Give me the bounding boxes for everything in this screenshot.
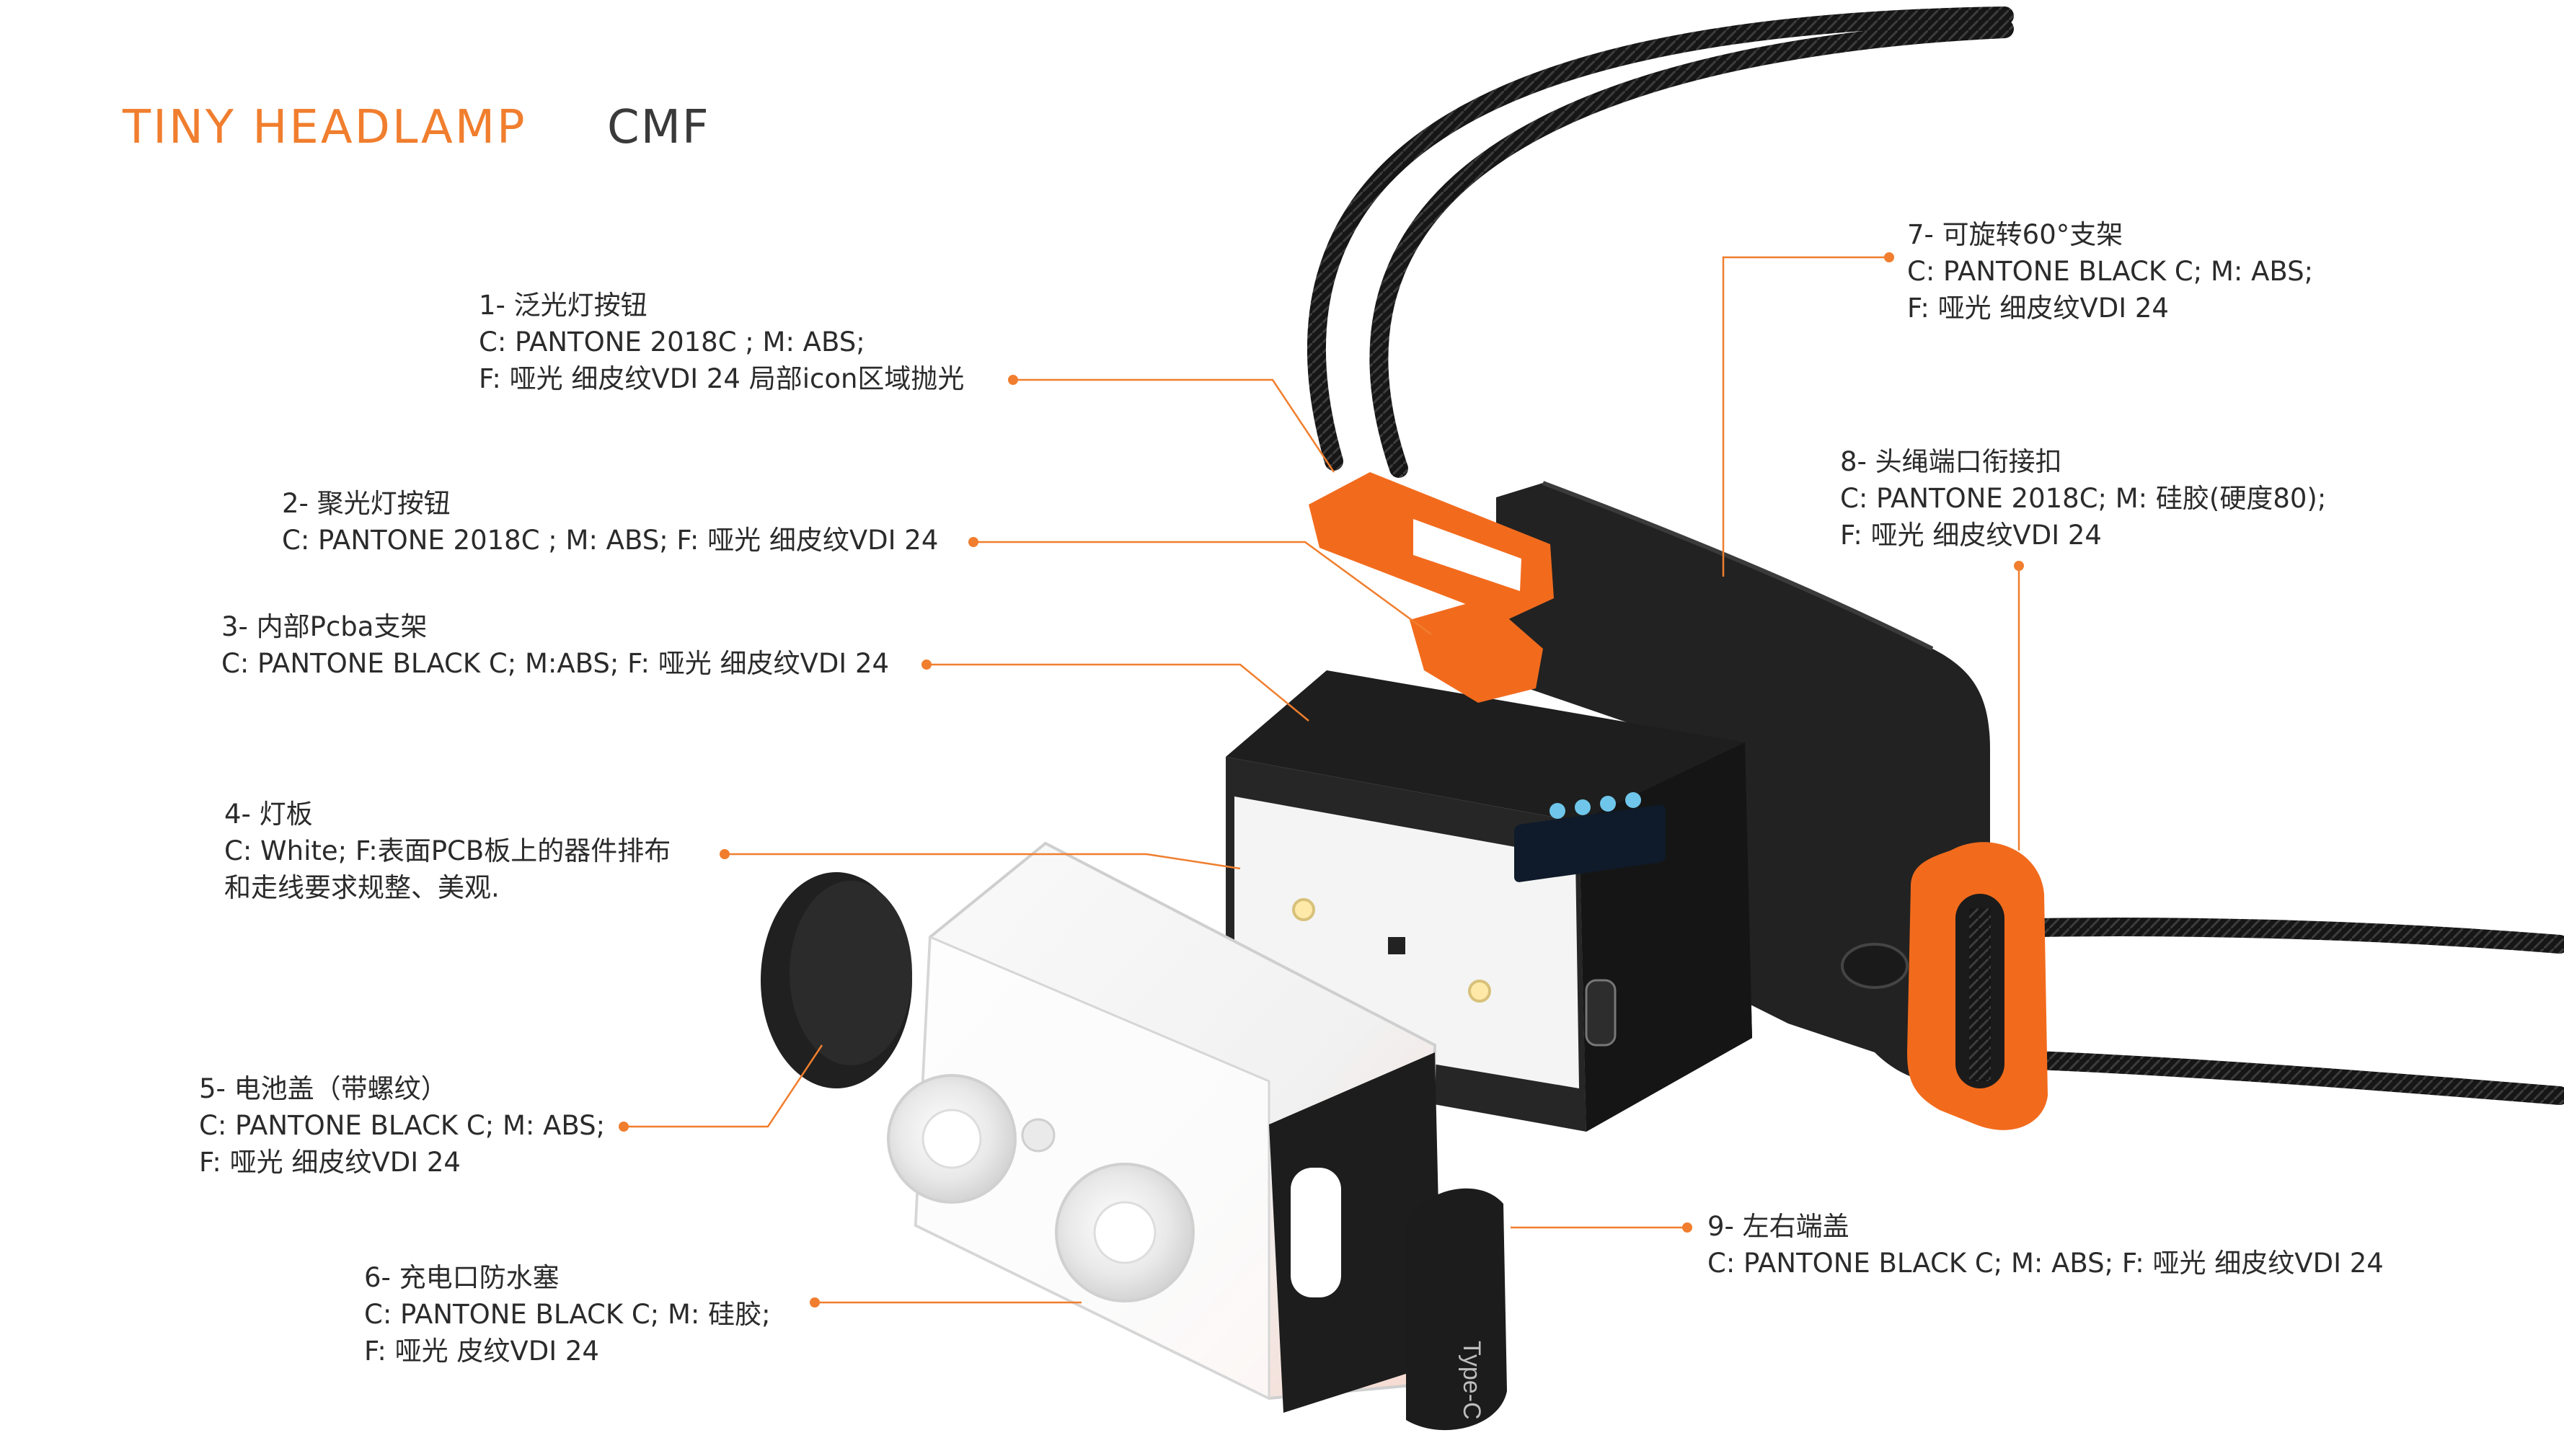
callout-5-battery-cap: 5- 电池盖（带螺纹） C: PANTONE BLACK C; M: ABS; …	[199, 1070, 605, 1181]
leader-dots	[619, 252, 2024, 1308]
callout-6-charging-plug: 6- 充电口防水塞 C: PANTONE BLACK C; M: 硅胶; F: …	[364, 1259, 771, 1370]
leader-lines	[624, 256, 2020, 1304]
page-subtitle: CMF	[607, 101, 710, 154]
spotlight-button	[1410, 598, 1543, 703]
callout-1-floodlight-button: 1- 泛光灯按钮 C: PANTONE 2018C ; M: ABS; F: 哑…	[479, 287, 964, 397]
callout-8-heading: 8- 头绳端口衔接扣	[1840, 446, 2062, 477]
charging-port-plug	[1406, 1188, 1507, 1431]
callout-4-spec: C: White; F:表面PCB板上的器件排布	[224, 835, 671, 866]
callout-1-heading: 1- 泛光灯按钮	[479, 290, 647, 321]
callout-7-color-material: C: PANTONE BLACK C; M: ABS;	[1907, 256, 2314, 287]
callout-2-spec: C: PANTONE 2018C ; M: ABS; F: 哑光 细皮纹VDI …	[282, 525, 939, 556]
callout-9-spec: C: PANTONE BLACK C; M: ABS; F: 哑光 细皮纹VDI…	[1707, 1248, 2384, 1279]
callout-7-heading: 7- 可旋转60°支架	[1907, 219, 2123, 250]
callout-5-finish: F: 哑光 细皮纹VDI 24	[199, 1147, 461, 1178]
callout-7-rotating-bracket: 7- 可旋转60°支架 C: PANTONE BLACK C; M: ABS; …	[1907, 216, 2313, 327]
plug-label: Type-C	[1458, 1341, 1485, 1420]
callout-8-color-material: C: PANTONE 2018C; M: 硅胶(硬度80);	[1840, 483, 2327, 514]
callout-3-heading: 3- 内部Pcba支架	[221, 611, 428, 642]
callout-5-heading: 5- 电池盖（带螺纹）	[199, 1073, 448, 1104]
callout-1-finish: F: 哑光 细皮纹VDI 24 局部icon区域抛光	[479, 363, 965, 394]
callout-3-spec: C: PANTONE BLACK C; M:ABS; F: 哑光 细皮纹VDI …	[221, 648, 890, 679]
page-title: TINY HEADLAMP	[123, 101, 527, 154]
headband-rope	[1307, 6, 2564, 1105]
callout-8-finish: F: 哑光 细皮纹VDI 24	[1840, 520, 2102, 551]
callout-9-heading: 9- 左右端盖	[1707, 1211, 1849, 1242]
end-cover	[1269, 1052, 1442, 1413]
callout-6-finish: F: 哑光 皮纹VDI 24	[364, 1336, 599, 1367]
callout-4-light-board: 4- 灯板 C: White; F:表面PCB板上的器件排布 和走线要求规整、美…	[224, 796, 671, 906]
callout-5-color-material: C: PANTONE BLACK C; M: ABS;	[199, 1110, 606, 1141]
callout-2-spotlight-button: 2- 聚光灯按钮 C: PANTONE 2018C ; M: ABS; F: 哑…	[282, 485, 938, 559]
callout-2-heading: 2- 聚光灯按钮	[282, 488, 451, 519]
callout-6-color-material: C: PANTONE BLACK C; M: 硅胶;	[364, 1299, 771, 1330]
callout-3-pcba-bracket: 3- 内部Pcba支架 C: PANTONE BLACK C; M:ABS; F…	[221, 608, 889, 682]
callout-4-heading: 4- 灯板	[224, 799, 313, 830]
callout-9-end-cover: 9- 左右端盖 C: PANTONE BLACK C; M: ABS; F: 哑…	[1707, 1208, 2384, 1282]
strap-connector-buckle	[1907, 842, 2048, 1130]
floodlight-button	[1309, 472, 1554, 620]
callout-6-heading: 6- 充电口防水塞	[364, 1262, 560, 1293]
callout-8-strap-connector: 8- 头绳端口衔接扣 C: PANTONE 2018C; M: 硅胶(硬度80)…	[1840, 443, 2326, 554]
callout-1-color-material: C: PANTONE 2018C ; M: ABS;	[479, 327, 865, 358]
callout-7-finish: F: 哑光 细皮纹VDI 24	[1907, 293, 2169, 324]
callout-4-note: 和走线要求规整、美观.	[224, 872, 500, 903]
battery-cap	[761, 872, 912, 1088]
